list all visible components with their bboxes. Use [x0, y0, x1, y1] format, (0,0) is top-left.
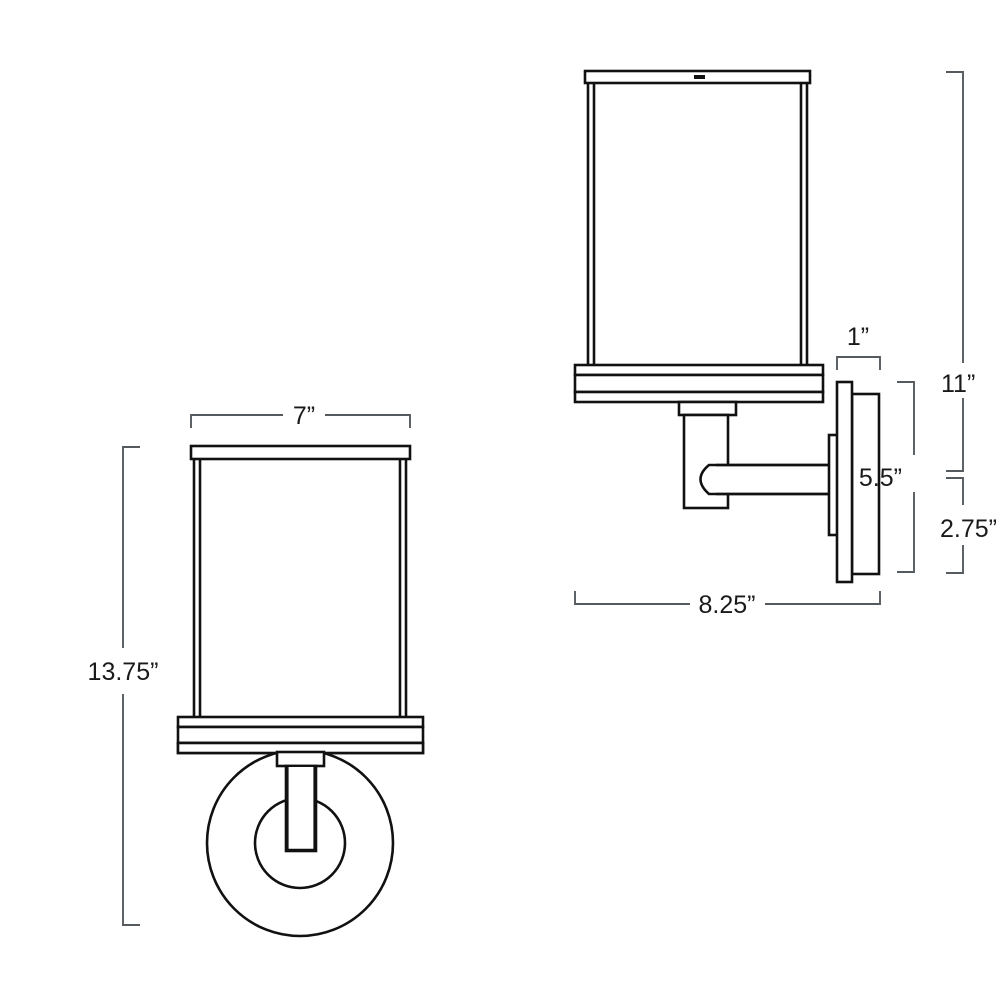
side-middle-band [573, 373, 825, 394]
dimension-overall-depth-line-left [574, 591, 690, 605]
front-stem-collar [275, 750, 326, 768]
side-lower-flange [573, 390, 825, 404]
dimension-drop-label: 2.75” [940, 515, 997, 543]
dimension-overall-height-line-top [946, 71, 964, 363]
side-backplate-mounting-box [850, 392, 881, 576]
side-arm [699, 463, 847, 496]
dimension-front-width-line-left [190, 414, 283, 428]
side-backplate-face [835, 380, 854, 584]
dimension-front-height: 13.75” [88, 446, 159, 926]
front-glass-shade [192, 455, 408, 721]
dimension-drop-line-top [946, 477, 964, 505]
dimension-front-width: 7” [190, 402, 411, 430]
dimension-overall-height-line-bottom [946, 398, 964, 472]
dimension-backplate-height-line-top [897, 381, 915, 455]
dimension-front-height-label: 13.75” [88, 658, 159, 686]
dimension-backplate-depth-label: 1” [847, 323, 869, 351]
side-glass-shade [586, 80, 809, 368]
side-view: 1” 5.5” 11” 2.75” [573, 69, 997, 619]
front-upper-flange [176, 715, 425, 729]
dimension-drop: 2.75” [940, 477, 997, 574]
dimension-front-width-line-right [325, 414, 411, 428]
side-socket-collar [677, 400, 738, 417]
dimension-front-width-label: 7” [293, 402, 315, 430]
dimension-overall-depth-label: 8.25” [699, 591, 756, 619]
dimension-backplate-depth-line [836, 356, 881, 370]
dimension-overall-depth-line-right [765, 591, 881, 605]
dimension-overall-height-label: 11” [941, 370, 975, 398]
dimension-backplate-height: 5.5” [859, 381, 915, 573]
front-top-cap [189, 444, 412, 461]
dimension-drop-line-bottom [946, 545, 964, 574]
dimension-overall-depth: 8.25” [574, 591, 881, 619]
dimension-front-height-line-bottom [122, 694, 140, 926]
dimension-front-height-line-top [122, 446, 140, 648]
dimension-backplate-height-label: 5.5” [859, 464, 902, 492]
side-top-cap-notch [694, 75, 705, 79]
side-upper-flange [573, 363, 825, 377]
dimension-backplate-height-line-bottom [897, 492, 915, 573]
front-stem-interior-mask [288, 767, 314, 850]
front-middle-band [176, 725, 425, 745]
front-view: 7” 13.75” [88, 402, 425, 938]
dimension-overall-height: 11” [941, 71, 975, 472]
dimension-backplate-depth: 1” [836, 323, 881, 370]
